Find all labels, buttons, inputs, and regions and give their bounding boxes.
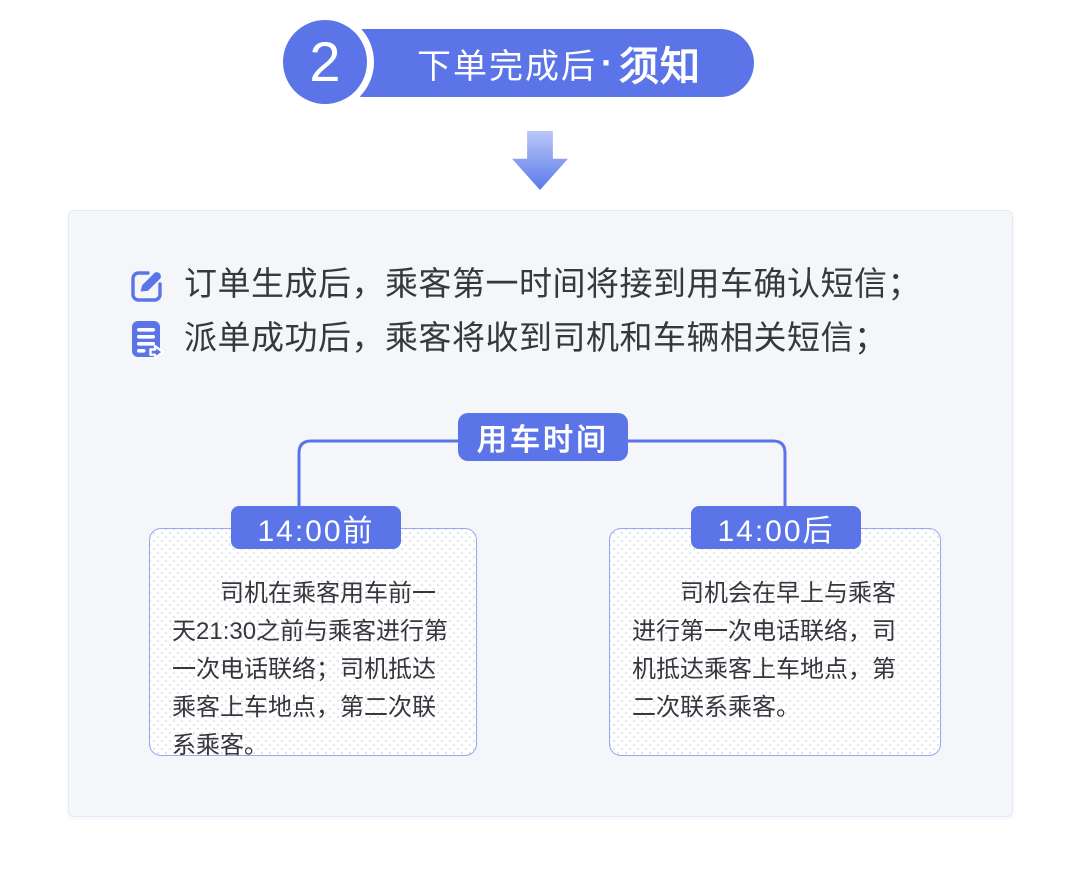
- branch-badge-before-1400: 14:00前: [231, 506, 401, 549]
- dispatch-message-icon: [126, 319, 166, 360]
- flow-root-label: 用车时间: [458, 413, 628, 461]
- step-number: 2: [309, 30, 341, 93]
- section-title-bold: 须知: [619, 45, 701, 89]
- down-arrow-icon: [512, 131, 568, 190]
- branch-badge-after-1400: 14:00后: [691, 506, 861, 549]
- branch-box-before-1400: 司机在乘客用车前一天21:30之前与乘客进行第一次电话联络；司机抵达乘客上车地点…: [149, 528, 477, 759]
- section-title-separator: ·: [601, 42, 615, 83]
- branch-box-after-1400: 司机会在早上与乘客进行第一次电话联络，司机抵达乘客上车地点，第二次联系乘客。: [609, 528, 941, 756]
- edit-note-icon: [127, 265, 167, 305]
- step-number-badge: 2: [283, 20, 367, 104]
- note-line: 订单生成后，乘客第一时间将接到用车确认短信；: [184, 265, 921, 302]
- section-title-pill: 下单完成后·须知: [330, 29, 754, 97]
- note-line: 派单成功后，乘客将收到司机和车辆相关短信；: [184, 319, 888, 356]
- section-title-regular: 下单完成后: [417, 47, 597, 86]
- notice-card: 订单生成后，乘客第一时间将接到用车确认短信； 派单成功后，乘客将收到司机和车辆相…: [68, 210, 1013, 817]
